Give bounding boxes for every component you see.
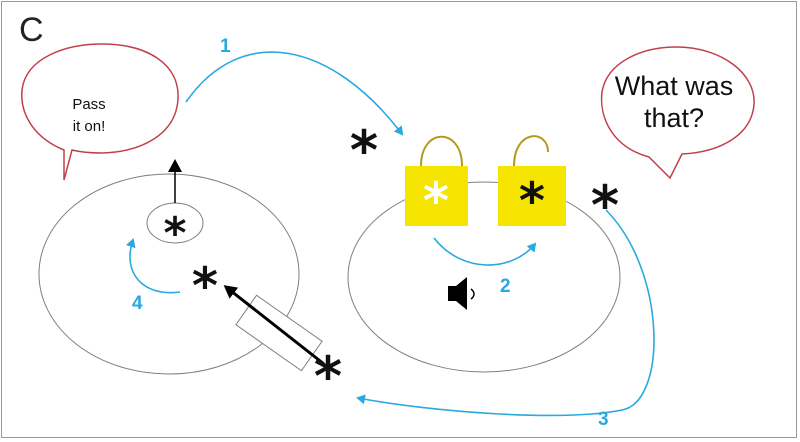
flow-arrow-1	[185, 51, 404, 136]
asterisk-icon: * * * * * * *	[163, 119, 619, 408]
receptor-left-handle	[420, 135, 463, 167]
step-label-2: 2	[500, 276, 511, 297]
step-label-1: 1	[220, 36, 231, 57]
panel-label: C	[19, 11, 44, 49]
left-cell	[38, 173, 300, 375]
receptor-right	[498, 166, 566, 226]
right-cell	[347, 181, 621, 373]
svg-text:*: *	[519, 172, 545, 230]
svg-text:*: *	[314, 345, 342, 408]
left-speech-bubble	[21, 43, 179, 181]
flow-arrow-2	[433, 237, 537, 266]
sender-line-1: Pass	[72, 96, 106, 113]
svg-text:*: *	[591, 174, 619, 237]
svg-text:*: *	[163, 208, 186, 259]
receptor-right-handle	[513, 135, 549, 167]
receiver-line-2: that?	[643, 103, 705, 133]
receptor-left	[405, 166, 468, 226]
receiver-bubble-text: What was that?	[598, 70, 750, 134]
uptake-arrow	[223, 285, 325, 366]
step-label-4: 4	[132, 293, 143, 314]
svg-text:*: *	[423, 172, 449, 230]
sender-line-2: it on!	[72, 118, 106, 135]
svg-text:*: *	[350, 119, 378, 182]
flow-arrow-3	[356, 209, 655, 417]
svg-text:*: *	[192, 257, 218, 315]
flow-arrow-4	[126, 238, 181, 294]
step-label-3: 3	[598, 409, 609, 430]
right-speech-bubble	[600, 46, 755, 180]
receiver-line-1: What was	[614, 71, 734, 101]
speaker-icon	[448, 277, 475, 310]
sender-bubble-text: Pass it on!	[46, 94, 132, 138]
